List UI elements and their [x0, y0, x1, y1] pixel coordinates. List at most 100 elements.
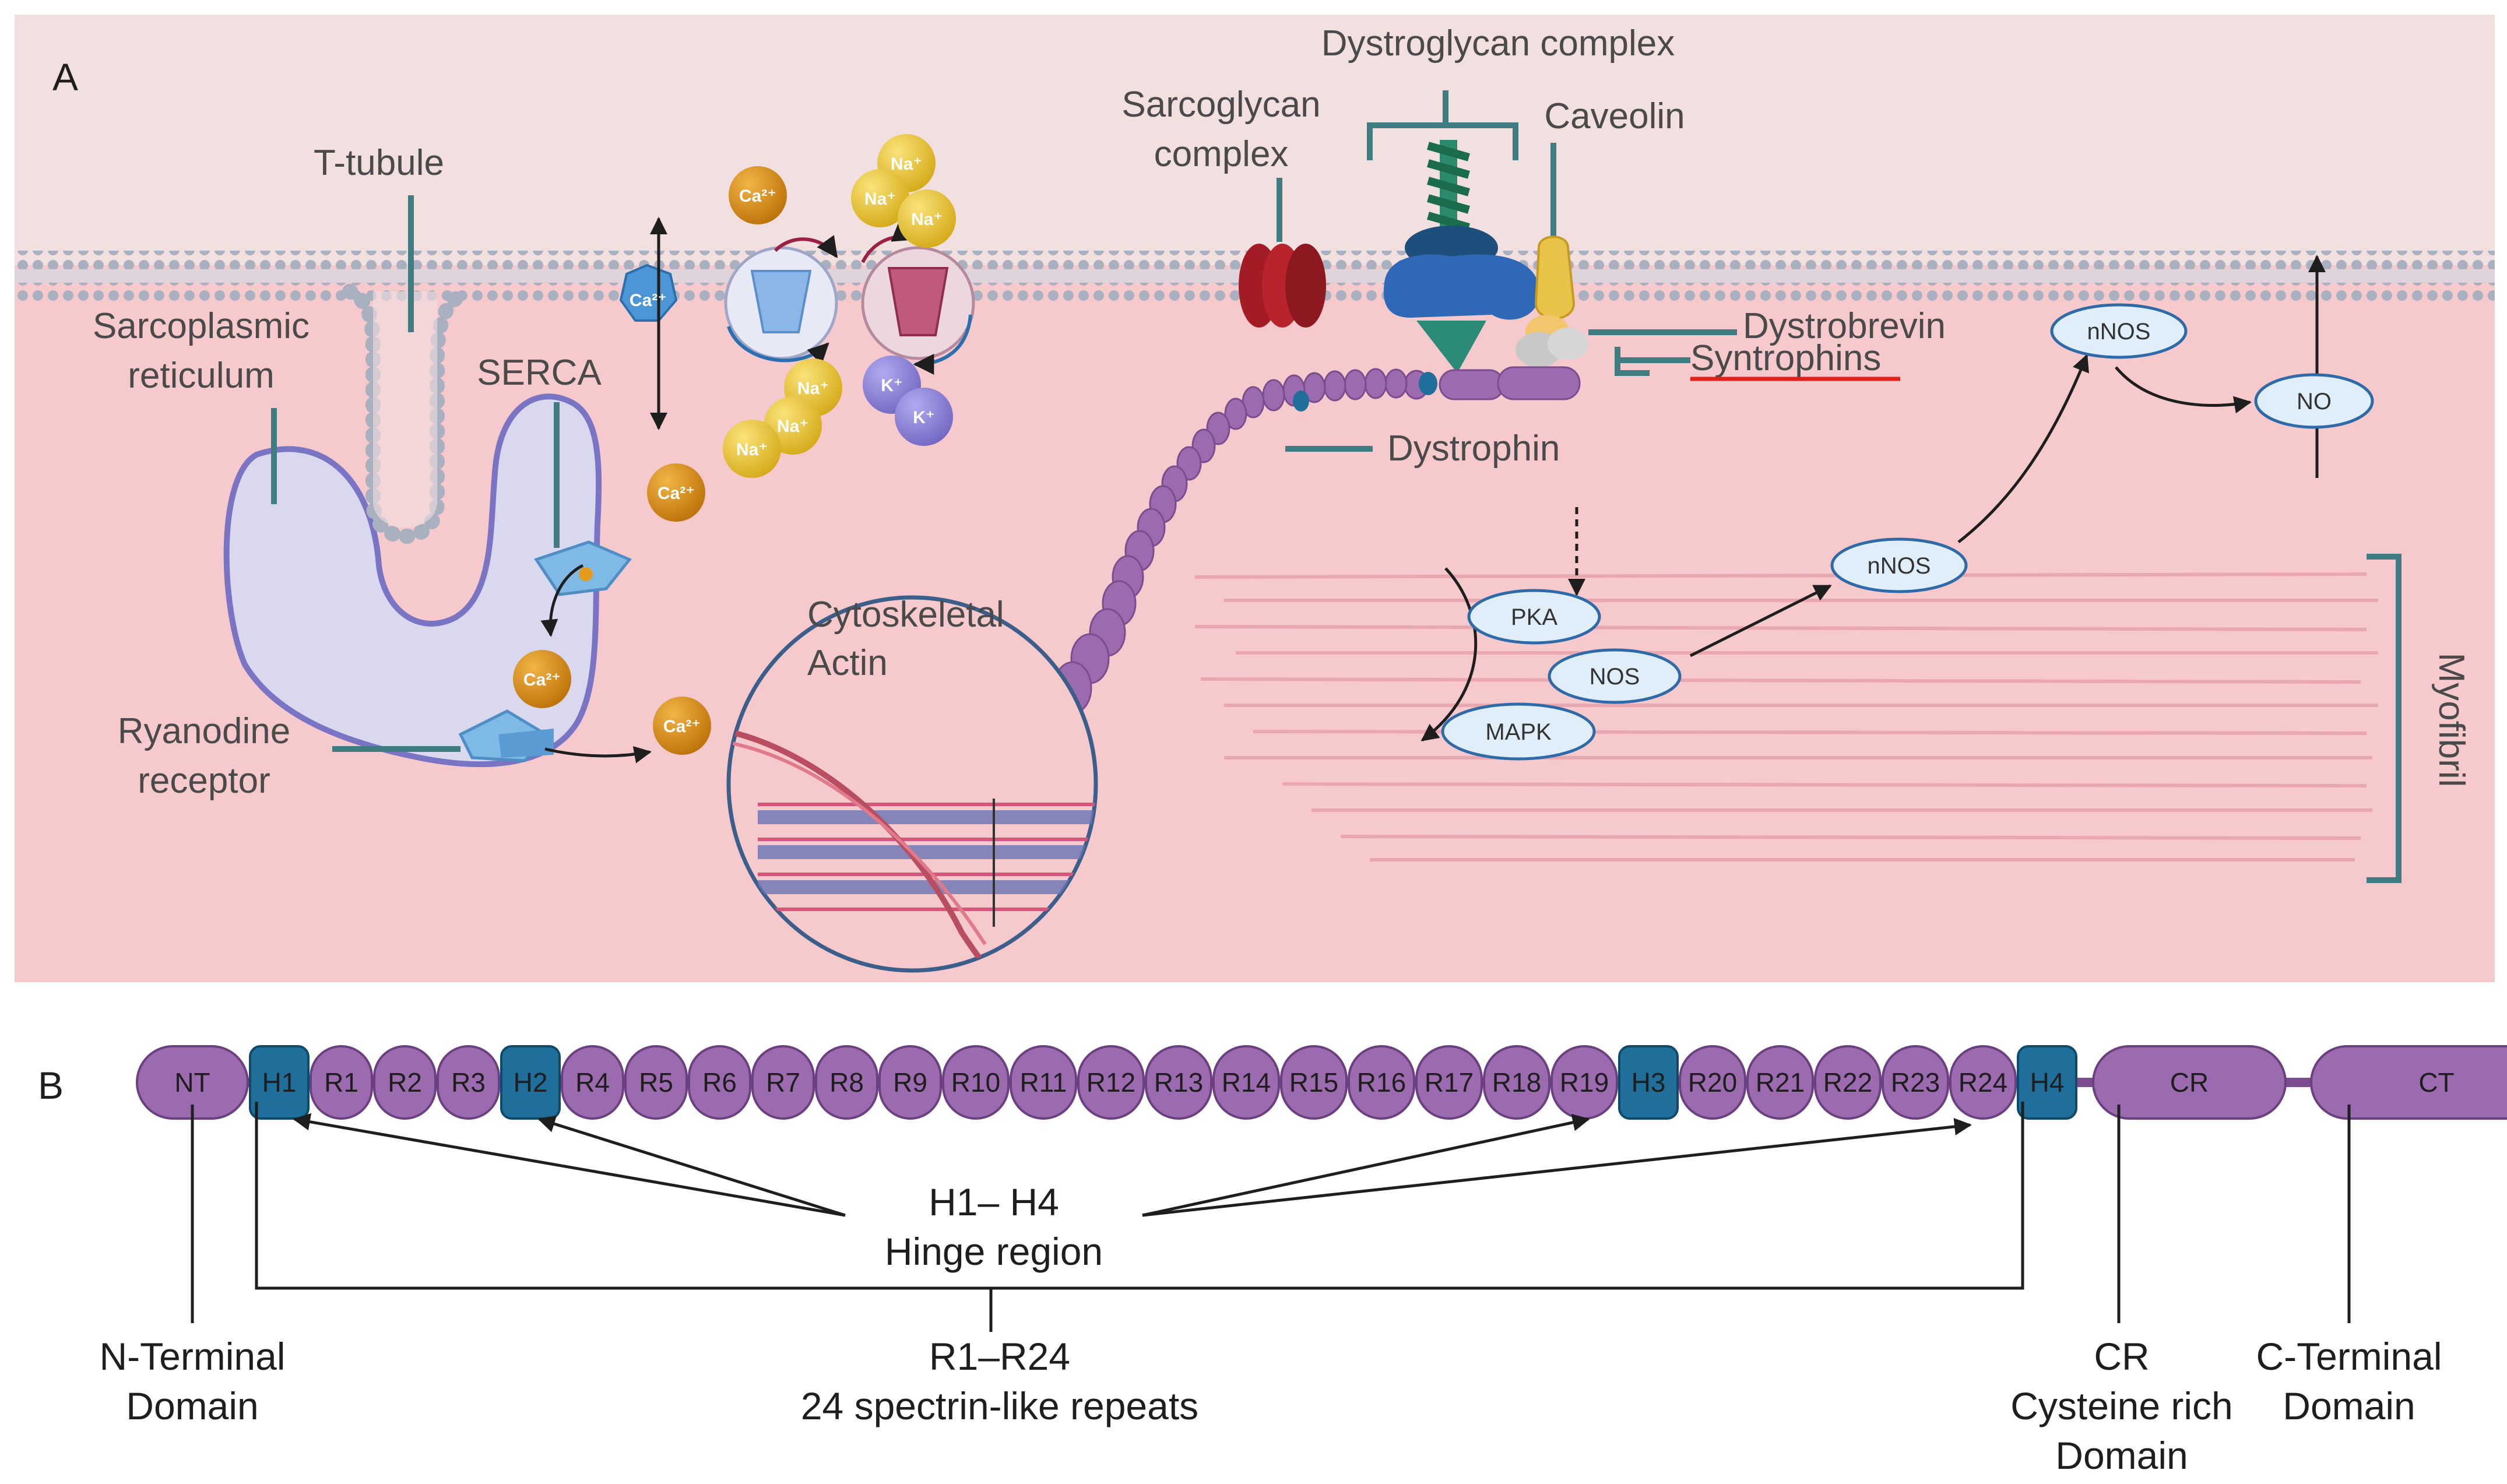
repeats-label-line2: 24 spectrin-like repeats	[801, 1384, 1198, 1427]
domain-r3	[437, 1045, 500, 1120]
mapk-node: MAPK	[1441, 702, 1596, 761]
sarcoglycan-complex	[1239, 244, 1326, 328]
domain-label: R11	[1020, 1067, 1067, 1098]
domain-label: R21	[1756, 1067, 1805, 1098]
domain-label: R22	[1823, 1067, 1872, 1098]
dystrophin-label: Dystrophin	[1387, 428, 1560, 469]
sodium-ion: Na⁺	[723, 420, 781, 478]
domain-label: R10	[951, 1067, 1000, 1098]
serca-label: SERCA	[477, 353, 602, 393]
potassium-ion: K⁺	[895, 388, 953, 446]
svg-text:Ca²⁺: Ca²⁺	[630, 291, 667, 310]
svg-text:nNOS: nNOS	[1868, 553, 1931, 579]
ryanodine-receptor	[458, 709, 554, 762]
domain-r20	[1679, 1045, 1746, 1120]
t-tubule-label: T-tubule	[314, 143, 444, 183]
nos-nnos-arrow	[1689, 584, 1832, 657]
myofibril-bracket	[2367, 554, 2401, 883]
domain-r1	[310, 1045, 373, 1120]
pka-mapk-arrow	[1420, 567, 1478, 741]
myofibril-striations	[1194, 572, 2378, 861]
no-node: NO	[2254, 373, 2374, 429]
sarcoplasmic-reticulum	[223, 393, 602, 768]
sr-label-line2: reticulum	[128, 356, 275, 396]
svg-text:K⁺: K⁺	[881, 376, 903, 395]
domain-r16	[1348, 1045, 1415, 1120]
svg-text:Ca²⁺: Ca²⁺	[523, 670, 561, 690]
panel-b-letter: B	[38, 1064, 64, 1107]
domain-label: R16	[1357, 1067, 1406, 1098]
calcium-ion: Ca²⁺	[630, 291, 667, 310]
svg-text:NO: NO	[2297, 389, 2332, 414]
cterm-label-line2: Domain	[2283, 1384, 2415, 1427]
myofibril-label: Myofibril	[2431, 653, 2471, 787]
nnos-no-arrow	[2115, 366, 2252, 414]
domain-r24	[1949, 1045, 2017, 1120]
domain-label: R19	[1560, 1067, 1609, 1098]
panel-a: Myofibril A T-tubule Sarcoplasmic reticu…	[15, 15, 2495, 982]
nak-pump	[861, 222, 975, 375]
pka-node: PKA	[1467, 589, 1601, 645]
domain-label: NT	[174, 1067, 210, 1098]
cterm-label-line1: C-Terminal	[2256, 1335, 2442, 1378]
domain-r13	[1145, 1045, 1212, 1120]
domain-r6	[688, 1045, 751, 1120]
cr-label-line3: Domain	[2055, 1434, 2188, 1477]
repeats-bracket	[255, 1102, 2024, 1290]
domain-label: R8	[829, 1067, 864, 1098]
cr-label-line2: Cysteine rich	[2010, 1384, 2232, 1427]
calcium-ion: Ca²⁺	[653, 697, 711, 755]
caveolin-label: Caveolin	[1544, 96, 1685, 136]
domain-r12	[1077, 1045, 1145, 1120]
domain-label: R6	[702, 1067, 737, 1098]
domain-label: H2	[514, 1067, 548, 1098]
domain-label: H4	[2030, 1067, 2065, 1098]
svg-text:Ca²⁺: Ca²⁺	[657, 484, 695, 503]
domain-label: R20	[1688, 1067, 1737, 1098]
cr-label-line1: CR	[2094, 1335, 2149, 1378]
hinge-label-line2: Hinge region	[885, 1230, 1103, 1273]
domain-label: H3	[1632, 1067, 1666, 1098]
hinge-arrows	[293, 1113, 1972, 1217]
sodium-ion: Na⁺	[898, 189, 956, 248]
svg-text:Na⁺: Na⁺	[736, 440, 768, 459]
calcium-ion: Ca²⁺	[729, 166, 787, 224]
svg-text:NOS: NOS	[1590, 664, 1640, 690]
sarcoglycan-label-line2: complex	[1154, 134, 1289, 174]
domain-ct	[2310, 1045, 2507, 1120]
domain-r21	[1746, 1045, 1814, 1120]
domain-r14	[1212, 1045, 1280, 1120]
domain-h2	[500, 1045, 561, 1120]
domain-label: R4	[575, 1067, 610, 1098]
domain-r2	[373, 1045, 437, 1120]
domain-label: R14	[1222, 1067, 1271, 1098]
repeats-label-line1: R1–R24	[929, 1335, 1070, 1378]
svg-text:Na⁺: Na⁺	[911, 210, 943, 229]
domain-r11	[1010, 1045, 1077, 1120]
syntrophins-label: Syntrophins	[1690, 338, 1881, 378]
actin-label-line2: Actin	[807, 643, 888, 683]
sodium-ion: Na⁺	[851, 169, 909, 227]
extracellular-space	[15, 15, 2495, 265]
domain-label: H1	[262, 1067, 297, 1098]
ncx-exchanger	[724, 235, 838, 365]
dystroglycan-label: Dystroglycan complex	[1321, 23, 1675, 64]
domain-label: R15	[1289, 1067, 1338, 1098]
domain-label: R13	[1154, 1067, 1203, 1098]
hinge-label-line1: H1– H4	[929, 1180, 1059, 1223]
nnos-node: nNOS	[1830, 537, 1968, 593]
dystroglycan-bracket	[1367, 90, 1518, 160]
domain-label: R17	[1425, 1067, 1474, 1098]
svg-text:Na⁺: Na⁺	[891, 154, 922, 174]
svg-text:Na⁺: Na⁺	[777, 417, 808, 436]
ryr-label-line2: receptor	[138, 761, 270, 801]
domain-r4	[561, 1045, 624, 1120]
sarcoglycan-label-line1: Sarcoglycan	[1121, 85, 1320, 125]
nnos-node: nNOS	[2050, 303, 2188, 359]
nterm-label-line2: Domain	[126, 1384, 258, 1427]
panel-a-letter: A	[52, 55, 78, 99]
domain-r5	[624, 1045, 688, 1120]
ryr-arrow	[544, 746, 652, 764]
serca-pump	[534, 540, 632, 596]
